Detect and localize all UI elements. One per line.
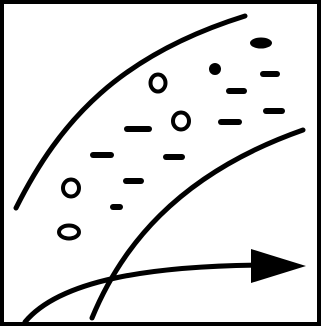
particle-dot bbox=[250, 38, 272, 49]
particle-dot bbox=[209, 63, 221, 75]
